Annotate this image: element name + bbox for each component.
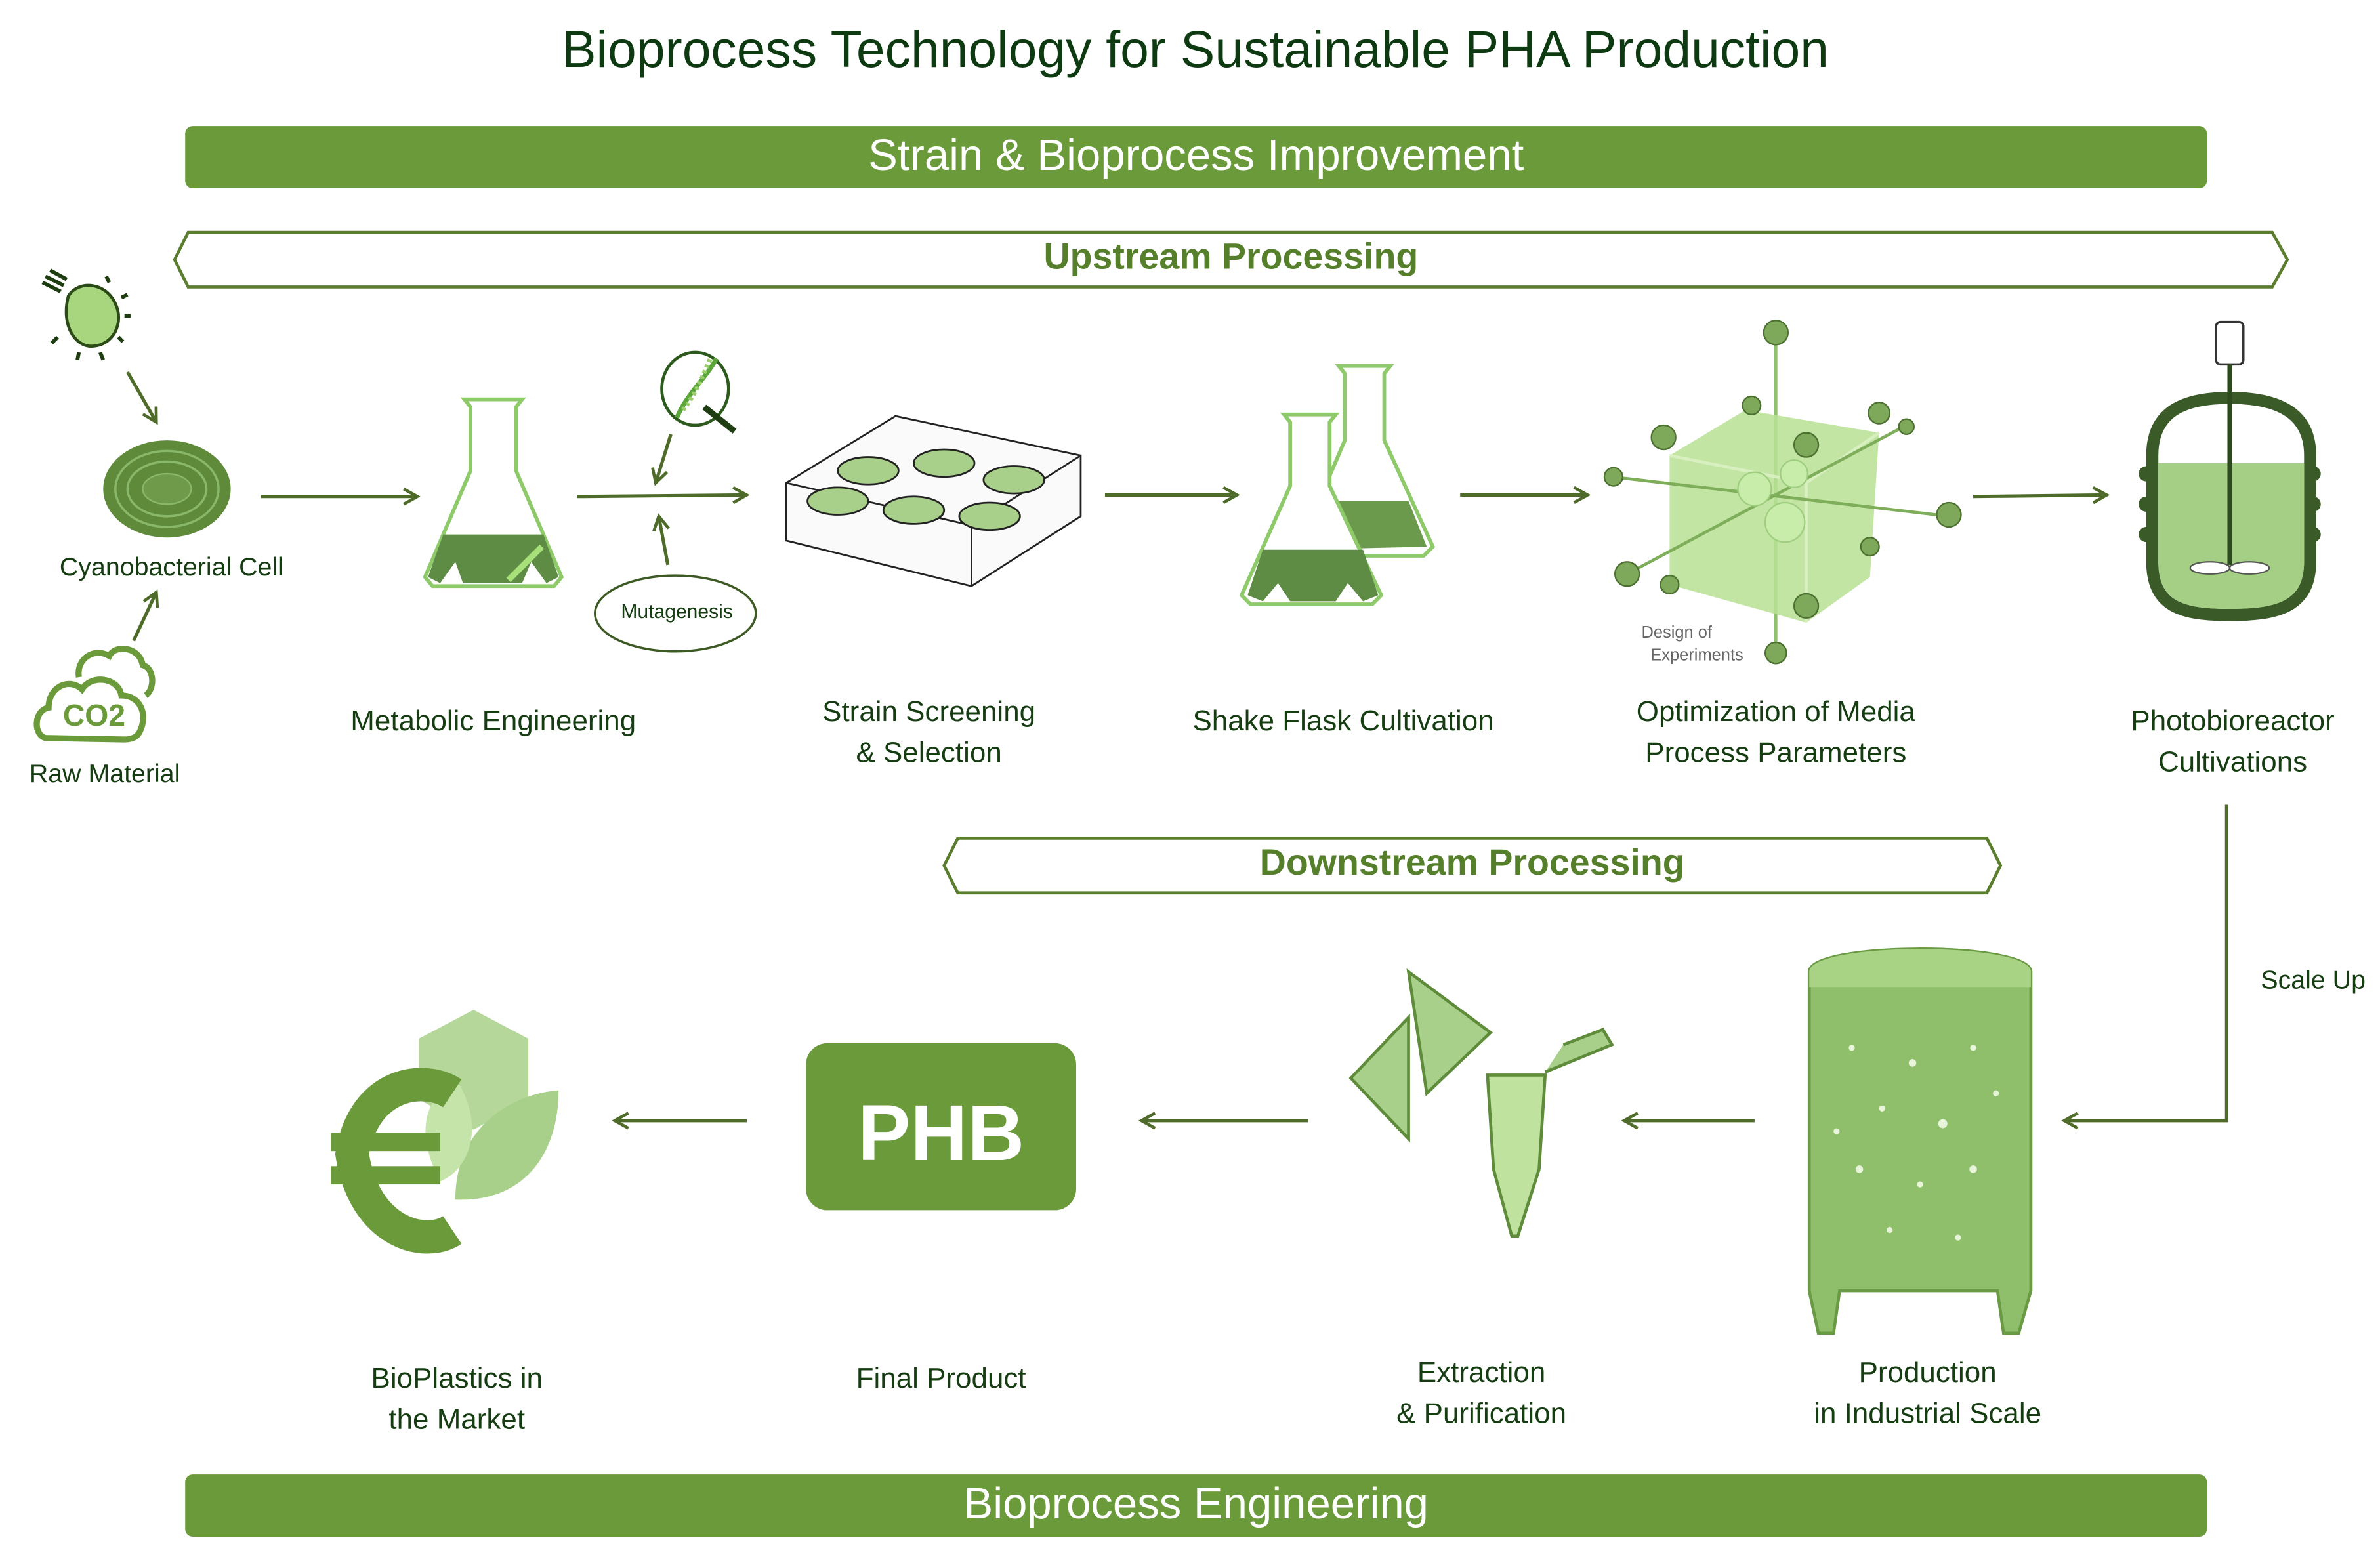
- label-line: Process Parameters: [1645, 738, 1907, 770]
- phb-label: PHB: [858, 1089, 1024, 1177]
- bottom-banner: Bioprocess Engineering: [185, 1474, 2207, 1537]
- shake-flasks-icon: [1239, 364, 1436, 606]
- arrow-co2-to-cell: [132, 593, 157, 642]
- label-optimization: Optimization of Media Process Parameters: [1637, 692, 1915, 774]
- industrial-tank-icon: [1807, 947, 2033, 1335]
- label-cyanobacterial-cell: Cyanobacterial Cell: [59, 552, 283, 582]
- label-line: in Industrial Scale: [1814, 1398, 2042, 1430]
- arrow-flask-to-plate: [576, 495, 747, 496]
- arrow-dna-in: [656, 434, 673, 483]
- label-line: BioPlastics in: [371, 1363, 543, 1396]
- label-shake-flask: Shake Flask Cultivation: [1192, 706, 1494, 738]
- extraction-tube-icon: [1348, 968, 1614, 1238]
- arrow-doe-to-pbr: [1973, 495, 2107, 496]
- label-photobioreactor: Photobioreactor Cultivations: [2131, 701, 2334, 783]
- upstream-heading: Upstream Processing: [1043, 237, 1419, 278]
- page-title: Bioprocess Technology for Sustainable PH…: [562, 21, 1829, 79]
- light-bulb-icon: [41, 268, 131, 361]
- label-final-product: Final Product: [856, 1363, 1026, 1396]
- label-scale-up: Scale Up: [2261, 965, 2366, 995]
- dna-wrench-icon: [660, 350, 737, 434]
- label-line: Design of: [1641, 624, 1712, 642]
- phb-box: [806, 1043, 1076, 1211]
- photobioreactor-icon: [2139, 320, 2321, 621]
- label-raw-material: Raw Material: [29, 759, 180, 789]
- label-bioplastics-market: BioPlastics in the Market: [371, 1359, 543, 1441]
- well-plate-icon: [785, 415, 1082, 587]
- erlenmeyer-flask-icon: [423, 397, 564, 589]
- arrow-scale-up: [2064, 804, 2228, 1121]
- label-line: Strain Screening: [822, 697, 1036, 729]
- upstream-arrow-box: [173, 230, 2289, 289]
- label-line: & Purification: [1396, 1398, 1567, 1430]
- label-line: the Market: [388, 1404, 526, 1437]
- label-strain-screening: Strain Screening & Selection: [822, 692, 1035, 774]
- label-line: Cultivations: [2158, 747, 2308, 780]
- mutagenesis-ellipse: [594, 574, 757, 653]
- label-line: Optimization of Media: [1636, 697, 1915, 729]
- co2-label: CO2: [63, 698, 125, 732]
- downstream-heading: Downstream Processing: [1259, 843, 1685, 884]
- label-line: Experiments: [1650, 646, 1743, 665]
- label-design-of-experiments: Design of Experiments: [1641, 623, 1743, 668]
- label-extraction: Extraction & Purification: [1396, 1353, 1566, 1435]
- design-of-experiments-cube-icon: [1603, 320, 1962, 665]
- label-line: Production: [1858, 1357, 1997, 1390]
- label-line: & Selection: [856, 738, 1002, 770]
- euro-bioplastics-icon: [331, 1009, 559, 1254]
- downstream-arrow-box: [942, 837, 2003, 895]
- label-line: Extraction: [1417, 1357, 1546, 1390]
- label-line: Photobioreactor: [2131, 706, 2335, 738]
- top-banner: Strain & Bioprocess Improvement: [185, 126, 2207, 188]
- co2-cloud-icon: [33, 646, 156, 743]
- cyanobacterial-cell-icon: [103, 440, 231, 538]
- label-metabolic-engineering: Metabolic Engineering: [350, 706, 637, 738]
- label-mutagenesis: Mutagenesis: [621, 600, 733, 623]
- arrow-bulb-to-cell: [126, 371, 156, 422]
- arrow-mutagenesis-in: [659, 516, 668, 566]
- label-production: Production in Industrial Scale: [1814, 1353, 2041, 1435]
